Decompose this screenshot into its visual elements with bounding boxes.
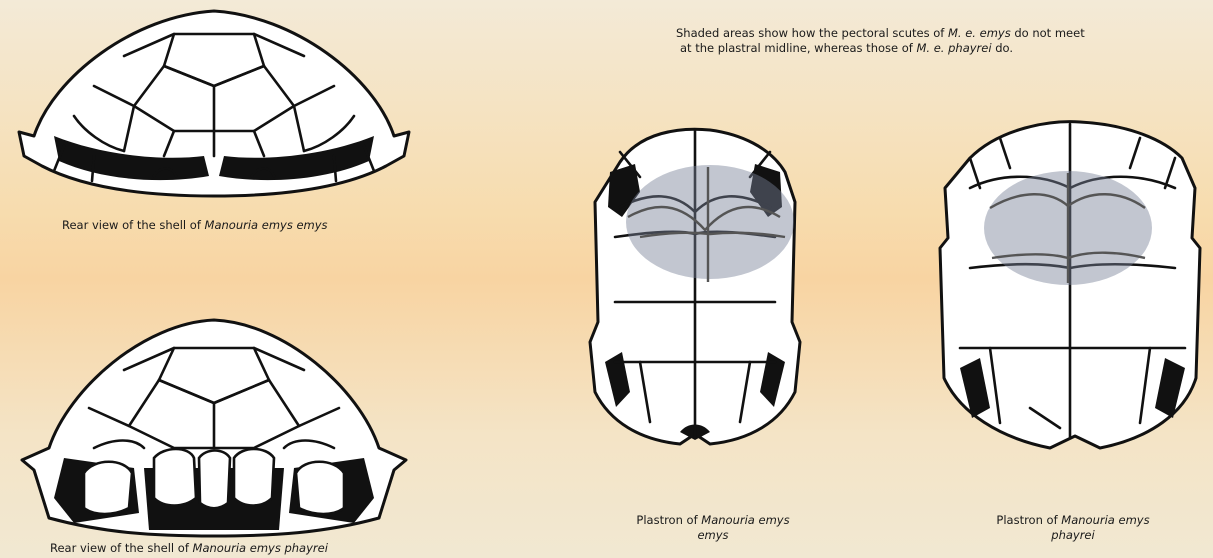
caption-plastron-phayrei: Plastron of Manouria emys phayrei xyxy=(966,513,1180,543)
caption-plastron-phayrei-subspecies: phayrei xyxy=(1051,528,1094,542)
note-line-1: Shaded areas show how the pectoral scute… xyxy=(676,26,1206,41)
caption-plastron-emys: Plastron of Manouria emys emys xyxy=(606,513,820,543)
caption-rear-phayrei-taxon: Manouria emys phayrei xyxy=(193,541,328,555)
caption-plastron-phayrei-prefix: Plastron of xyxy=(996,513,1061,527)
caption-rear-phayrei-prefix: Rear view of the shell of xyxy=(50,541,193,555)
caption-plastron-emys-line2: emys xyxy=(606,528,820,543)
caption-rear-emys-taxon: Manouria emys emys xyxy=(205,218,328,232)
caption-plastron-emys-line1: Plastron of Manouria emys xyxy=(606,513,820,528)
caption-rear-emys-prefix: Rear view of the shell of xyxy=(62,218,205,232)
pectoral-shade-emys xyxy=(626,165,794,279)
note-taxon-emys: M. e. emys xyxy=(948,26,1011,40)
note-line-2: at the plastral midline, whereas those o… xyxy=(676,41,1206,56)
caption-plastron-phayrei-line1: Plastron of Manouria emys xyxy=(966,513,1180,528)
caption-plastron-phayrei-genus: Manouria emys xyxy=(1061,513,1149,527)
rear-view-shell-phayrei xyxy=(14,318,414,543)
rear-view-shell-emys xyxy=(14,6,414,206)
caption-rear-phayrei: Rear view of the shell of Manouria emys … xyxy=(50,541,328,556)
caption-rear-emys: Rear view of the shell of Manouria emys … xyxy=(62,218,328,233)
shaded-areas-note: Shaded areas show how the pectoral scute… xyxy=(676,26,1206,56)
plastron-phayrei-drawing xyxy=(930,118,1210,458)
caption-plastron-emys-genus: Manouria emys xyxy=(701,513,789,527)
note-text-a: Shaded areas show how the pectoral scute… xyxy=(676,26,948,40)
caption-plastron-emys-subspecies: emys xyxy=(697,528,728,542)
note-taxon-phayrei: M. e. phayrei xyxy=(916,41,991,55)
caption-plastron-phayrei-line2: phayrei xyxy=(966,528,1180,543)
note-text-b: do not meet xyxy=(1011,26,1085,40)
note-text-c: at the plastral midline, whereas those o… xyxy=(680,41,916,55)
plastron-emys-drawing xyxy=(580,122,810,452)
caption-plastron-emys-prefix: Plastron of xyxy=(636,513,701,527)
note-text-d: do. xyxy=(992,41,1013,55)
